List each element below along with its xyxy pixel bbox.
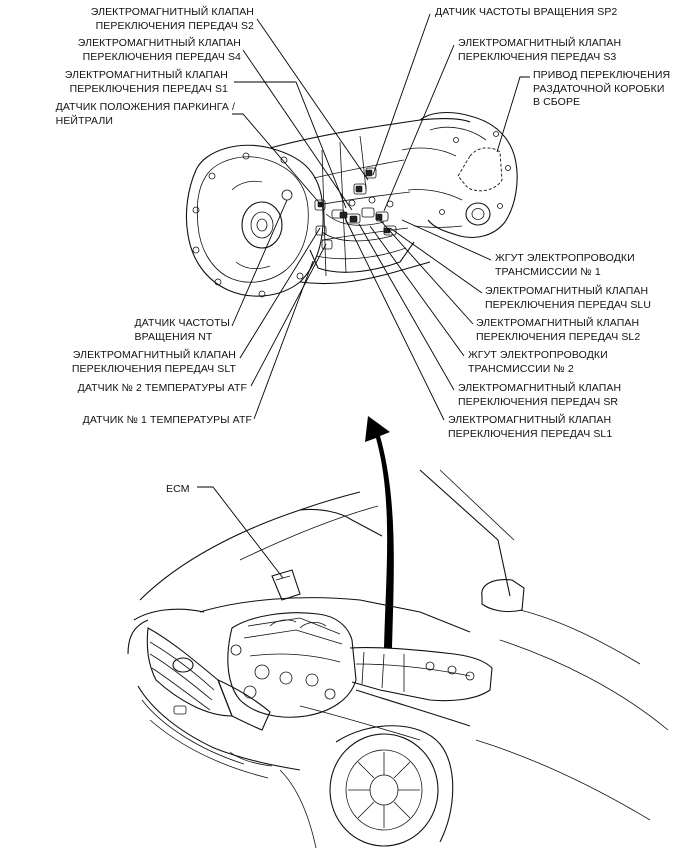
label-sp2-speed-sensor: ДАТЧИК ЧАСТОТЫ ВРАЩЕНИЯ SP2	[435, 6, 618, 18]
leader-lines	[197, 13, 530, 579]
label-solenoid-s2: ЭЛЕКТРОМАГНИТНЫЙ КЛАПАН ПЕРЕКЛЮЧЕНИЯ ПЕР…	[90, 6, 254, 32]
label-solenoid-s3: ЭЛЕКТРОМАГНИТНЫЙ КЛАПАН ПЕРЕКЛЮЧЕНИЯ ПЕР…	[458, 37, 622, 63]
transmission-illustration	[185, 111, 518, 298]
label-solenoid-s1: ЭЛЕКТРОМАГНИТНЫЙ КЛАПАН ПЕРЕКЛЮЧЕНИЯ ПЕР…	[64, 69, 228, 95]
label-atf-temp-sensor-2: ДАТЧИК № 2 ТЕМПЕРАТУРЫ ATF	[77, 382, 247, 394]
label-solenoid-slu: ЭЛЕКТРОМАГНИТНЫЙ КЛАПАН ПЕРЕКЛЮЧЕНИЯ ПЕР…	[485, 285, 652, 311]
vehicle-illustration	[127, 469, 669, 849]
label-wire-harness-1: ЖГУТ ЭЛЕКТРОПРОВОДКИ ТРАНСМИССИИ № 1	[495, 252, 635, 278]
label-solenoid-sl2: ЭЛЕКТРОМАГНИТНЫЙ КЛАПАН ПЕРЕКЛЮЧЕНИЯ ПЕР…	[476, 317, 641, 343]
label-solenoid-s4: ЭЛЕКТРОМАГНИТНЫЙ КЛАПАН ПЕРЕКЛЮЧЕНИЯ ПЕР…	[77, 37, 241, 63]
label-nt-speed-sensor: ДАТЧИК ЧАСТОТЫ ВРАЩЕНИЯ NT	[134, 317, 230, 343]
label-transfer-shift-actuator: ПРИВОД ПЕРЕКЛЮЧЕНИЯ РАЗДАТОЧНОЙ КОРОБКИ …	[533, 69, 671, 108]
label-wire-harness-2: ЖГУТ ЭЛЕКТРОПРОВОДКИ ТРАНСМИССИИ № 2	[468, 349, 608, 375]
label-solenoid-slt: ЭЛЕКТРОМАГНИТНЫЙ КЛАПАН ПЕРЕКЛЮЧЕНИЯ ПЕР…	[71, 349, 236, 375]
label-solenoid-sl1: ЭЛЕКТРОМАГНИТНЫЙ КЛАПАН ПЕРЕКЛЮЧЕНИЯ ПЕР…	[448, 414, 613, 440]
label-ecm: ECM	[166, 483, 190, 495]
label-atf-temp-sensor-1: ДАТЧИК № 1 ТЕМПЕРАТУРЫ ATF	[82, 414, 252, 426]
label-solenoid-sr: ЭЛЕКТРОМАГНИТНЫЙ КЛАПАН ПЕРЕКЛЮЧЕНИЯ ПЕР…	[458, 382, 622, 408]
label-park-neutral-switch: ДАТЧИК ПОЛОЖЕНИЯ ПАРКИНГА / НЕЙТРАЛИ	[55, 101, 235, 127]
location-arrow-icon	[365, 416, 394, 648]
